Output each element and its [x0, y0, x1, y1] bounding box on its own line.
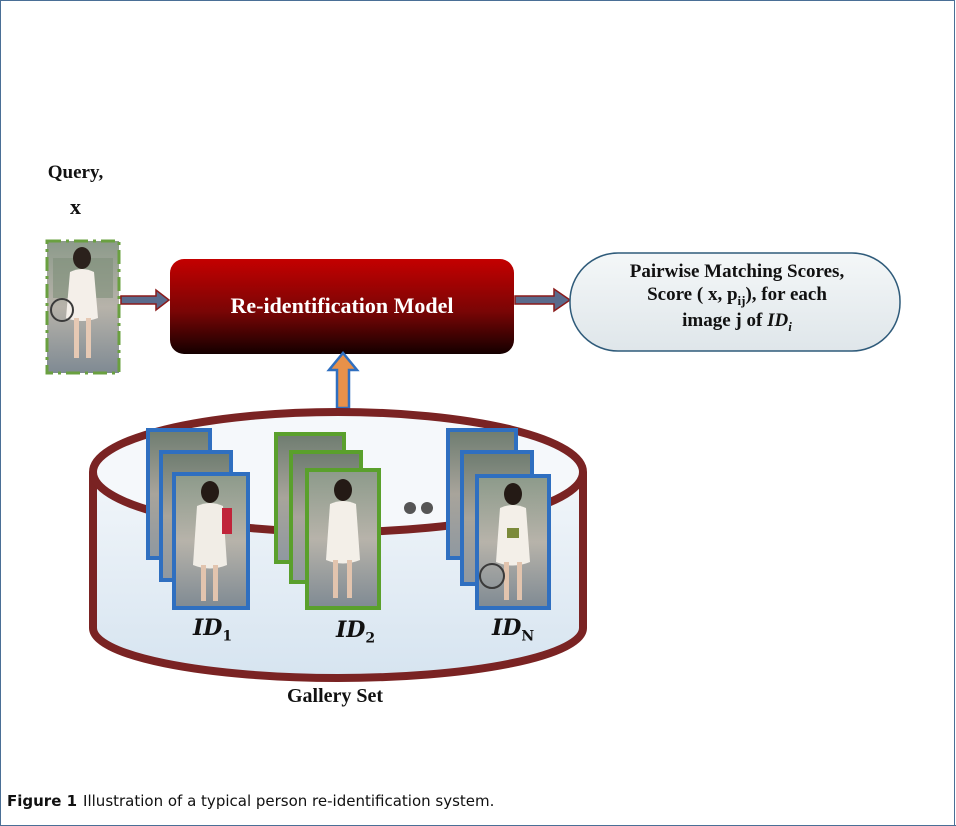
gallery-id1-label: ID1 — [193, 615, 233, 645]
figure-number: Figure 1 — [7, 792, 78, 810]
query-variable: x — [70, 193, 81, 219]
figure-caption-text: Illustration of a typical person re-iden… — [83, 792, 495, 810]
model-label: Re-identification Model — [230, 293, 454, 318]
reid-model-box — [170, 259, 514, 354]
gallery-set-label: Gallery Set — [286, 685, 384, 707]
gallery-id1-stack — [146, 428, 250, 610]
arrow-query-to-model — [120, 288, 171, 312]
figure-caption: Figure 1 Illustration of a typical person… — [7, 792, 494, 810]
gallery-idn-label: IDN — [492, 615, 535, 645]
scores-text: Pairwise Matching Scores, Score ( x, pij… — [578, 260, 896, 334]
scores-line-1: Pairwise Matching Scores, — [629, 261, 845, 282]
arrow-model-to-scores — [514, 287, 572, 313]
query-image — [45, 239, 121, 375]
gallery-id2-stack — [274, 432, 381, 610]
query-label: Query, x — [38, 161, 113, 220]
gallery-idn-stack — [446, 428, 551, 610]
scores-bubble — [569, 252, 901, 352]
scores-line-3: image j of IDi — [682, 309, 792, 334]
scores-line-2: Score ( x, pij), for each — [647, 284, 827, 308]
arrow-gallery-to-model — [326, 351, 360, 410]
gallery-ellipsis — [404, 502, 433, 514]
gallery-id2-label: ID2 — [336, 617, 376, 647]
